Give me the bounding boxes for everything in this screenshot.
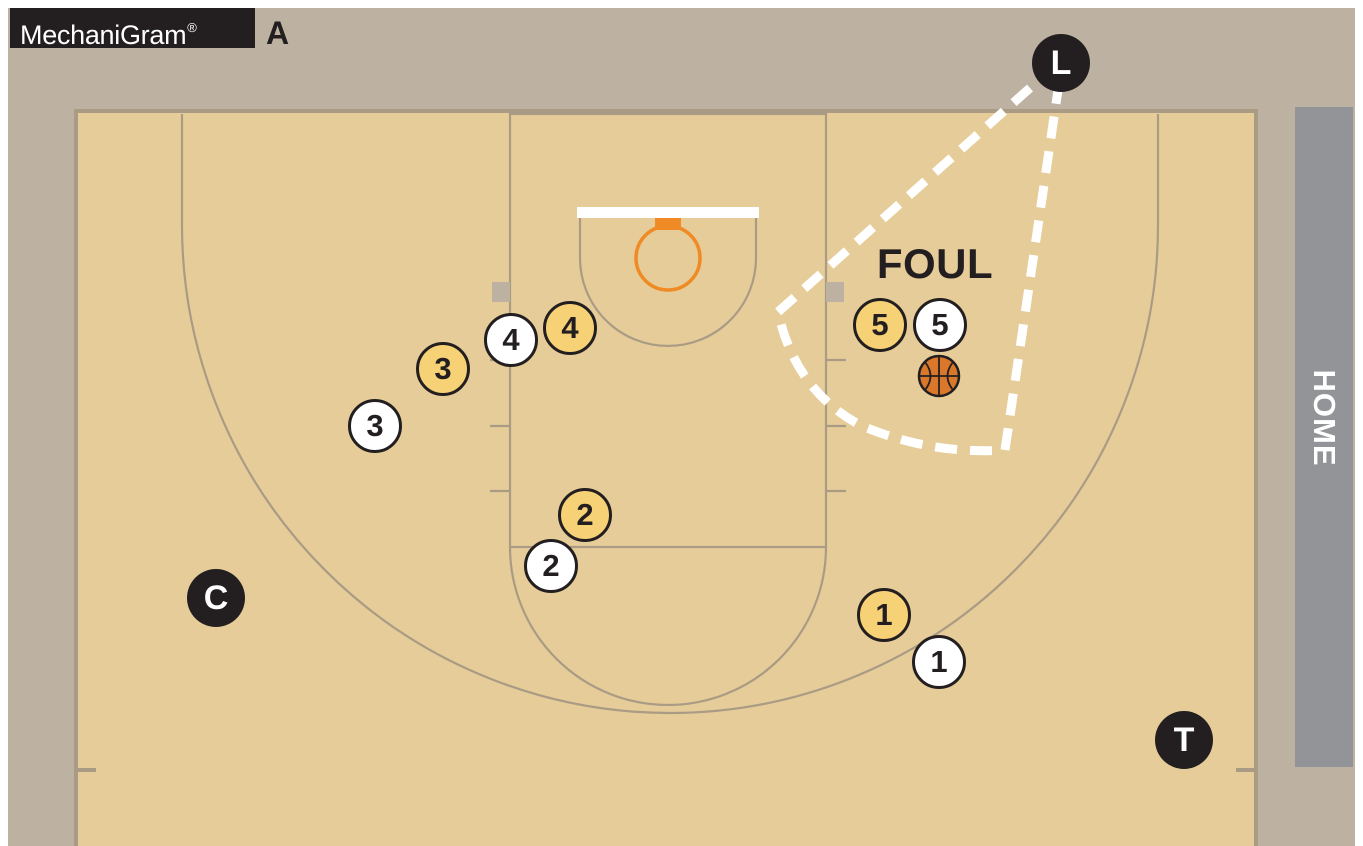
basketball-icon (919, 356, 959, 396)
offense-player-4: 4 (484, 313, 538, 367)
brand-badge: MechaniGram® (10, 8, 255, 48)
diagram-variant-letter: A (266, 15, 289, 52)
defense-player-5: 5 (853, 298, 907, 352)
backboard (577, 207, 759, 218)
defense-player-3: 3 (416, 342, 470, 396)
defense-player-4: 4 (543, 301, 597, 355)
registered-mark: ® (187, 20, 196, 35)
lane-block-right (826, 282, 844, 302)
lane-block-left (492, 282, 510, 302)
foul-annotation: FOUL (877, 240, 993, 288)
offense-player-2: 2 (524, 539, 578, 593)
defense-player-1: 1 (857, 588, 911, 642)
official-trail: T (1155, 711, 1213, 769)
official-lead: L (1032, 34, 1090, 92)
offense-player-3: 3 (348, 399, 402, 453)
home-label: HOME (1306, 370, 1342, 467)
offense-player-1: 1 (912, 635, 966, 689)
offense-player-5: 5 (913, 298, 967, 352)
defense-player-2: 2 (558, 488, 612, 542)
brand-label: MechaniGram (20, 20, 186, 50)
official-center: C (187, 569, 245, 627)
